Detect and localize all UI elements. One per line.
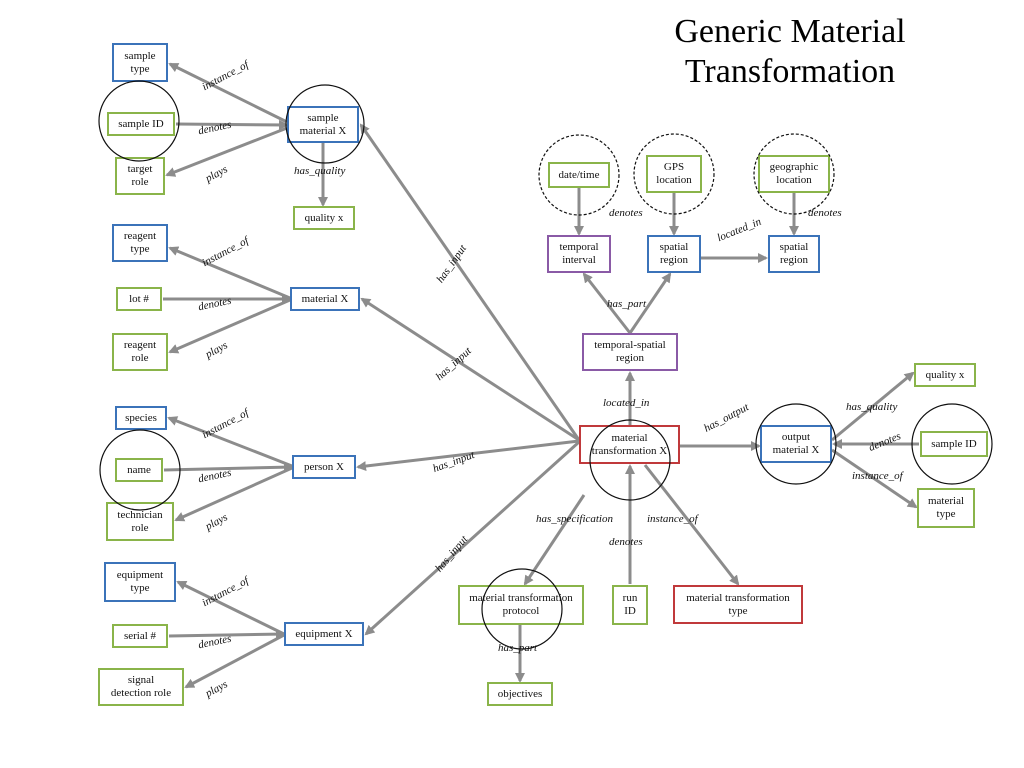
edge-label-located-in-center: located_in [603, 397, 650, 409]
node-objectives: objectives [487, 682, 553, 706]
diagram-title: Generic Material Transformation [674, 13, 906, 90]
node-sample-id-left: sample ID [107, 112, 175, 136]
node-name: name [115, 458, 163, 482]
node-quality-left: quality x [293, 206, 355, 230]
arrow-person-plays [174, 466, 293, 522]
arrow-has-specification [523, 494, 586, 586]
node-run-id: run ID [612, 585, 648, 625]
arrow-reagent-plays [168, 298, 291, 354]
node-output-material: output material X [760, 425, 832, 463]
arrow-reagent-instance-of [168, 246, 291, 300]
node-sample-type: sample type [112, 43, 168, 82]
node-temporal-interval: temporal interval [547, 235, 611, 273]
node-material-type: material type [917, 488, 975, 528]
edge-label-out-instance-of: instance_of [852, 470, 903, 482]
arrow-person-denotes [163, 462, 294, 473]
arrow-sample-plays [165, 126, 288, 177]
arrow-equipment-instance-of [176, 580, 285, 636]
arrow-person-instance-of [167, 416, 293, 468]
arrow-out-has-quality [831, 371, 915, 442]
node-person: person X [292, 455, 356, 479]
node-quality-right: quality x [914, 363, 976, 387]
edge-label-has-specification: has_specification [536, 513, 613, 525]
arrow-region-to-interval [582, 272, 632, 334]
node-geo: geographic location [758, 155, 830, 193]
node-technician-role: technician role [106, 502, 174, 541]
node-equipment: equipment X [284, 622, 364, 646]
node-spatial-region-1: spatial region [647, 235, 701, 273]
arrow-has-input-person [356, 439, 580, 472]
arrow-has-input-sample [359, 123, 581, 441]
edge-label-run-denotes: denotes [609, 536, 643, 548]
node-species: species [115, 406, 167, 430]
arrow-region-to-spatial [628, 272, 672, 334]
node-reagent-type: reagent type [112, 224, 168, 262]
edge-label-denotes-time: denotes [609, 207, 643, 219]
arrow-has-input-equipment [364, 440, 581, 636]
node-reagent-role: reagent role [112, 333, 168, 371]
node-equipment-type: equipment type [104, 562, 176, 602]
node-target-role: target role [115, 157, 165, 195]
edge-label-out-has-quality: has_quality [846, 401, 898, 413]
node-material: material X [290, 287, 360, 311]
node-serial: serial # [112, 624, 168, 648]
edge-label-sample-has-quality: has_quality [294, 165, 346, 177]
edge-label-instance-of-type: instance_of [647, 513, 698, 525]
node-protocol: material transformation protocol [458, 585, 584, 625]
node-sample-material: sample material X [287, 106, 359, 143]
node-lot: lot # [116, 287, 162, 311]
arrow-equipment-denotes [168, 629, 286, 640]
node-signal-role: signal detection role [98, 668, 184, 706]
node-transformation-type: material transformation type [673, 585, 803, 624]
node-temporal-spatial: temporal-spatial region [582, 333, 678, 371]
node-date-time: date/time [548, 162, 610, 188]
arrow-sample-instance-of [168, 62, 288, 124]
arrow-out-instance-of [831, 448, 918, 509]
node-sample-id-right: sample ID [920, 431, 988, 457]
arrow-equipment-plays [184, 633, 285, 689]
edge-label-denotes-geo: denotes [808, 207, 842, 219]
node-gps: GPS location [646, 155, 702, 193]
edge-label-protocol-has-part: has_part [498, 642, 538, 654]
arrow-sample-denotes [175, 119, 289, 130]
edge-label-has-part-region: has_part [607, 298, 647, 310]
node-spatial-region-2: spatial region [768, 235, 820, 273]
arrow-has-input-material [360, 297, 580, 442]
node-transformation: material transformation X [579, 425, 680, 464]
